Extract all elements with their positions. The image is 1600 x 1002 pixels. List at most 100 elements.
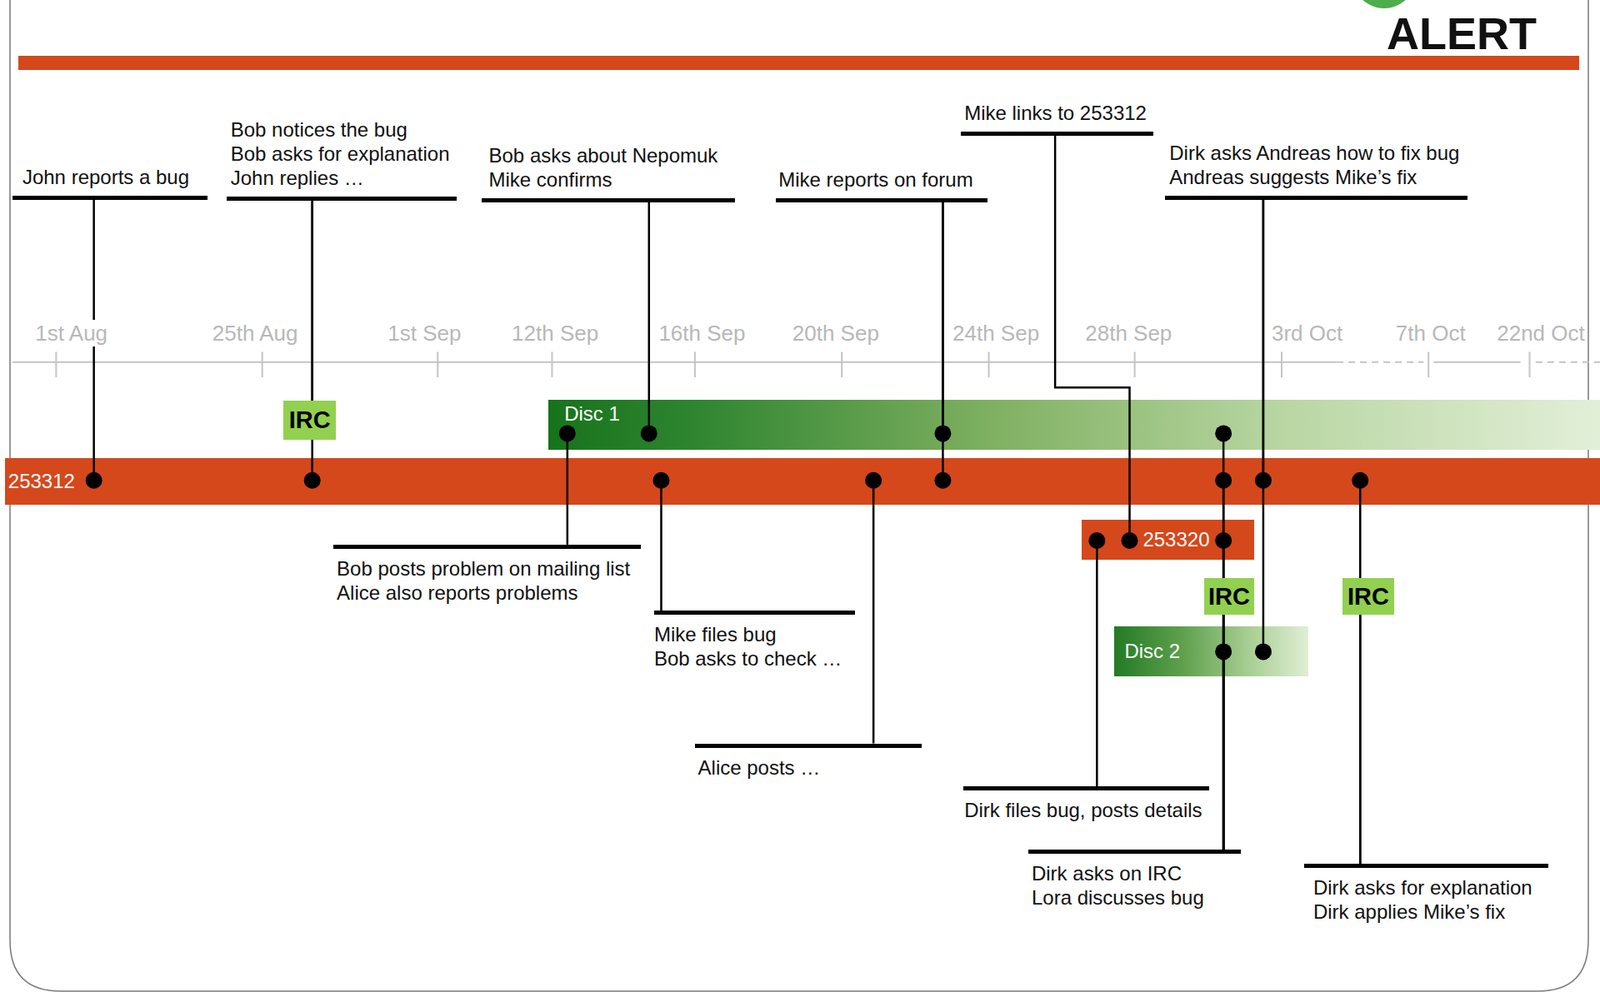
axis-tick [1529,351,1531,378]
time-axis [1336,361,1424,364]
event-dot [304,472,321,490]
axis-tick [1427,351,1430,378]
event-link [566,433,570,545]
nose [535,91,537,100]
photo-shade [1218,55,1254,142]
portrait-photo [950,690,1043,806]
mouth [832,128,843,130]
portrait-photo [1000,913,1092,1002]
eye [1002,50,1010,54]
neck [1134,965,1150,983]
brow [523,85,532,86]
neck [829,124,845,143]
time-axis [1433,361,1520,364]
shoulders [1091,975,1192,1002]
neck [867,572,885,592]
photo-ground [824,515,926,610]
band-label: 253312 [5,458,75,505]
time-axis [1535,361,1600,364]
brow [1212,93,1220,95]
axis-date: 7th Oct [1393,320,1469,347]
hair [325,626,369,648]
event-callout: Mike files bugBob asks to check … [654,610,855,671]
event-text: Alice also reports problems [336,580,578,605]
nose [258,65,260,74]
axis-tick [261,351,264,378]
eye [437,660,445,663]
photo-ground [686,790,788,886]
band-label: Disc 2 [1114,626,1180,677]
head [1445,794,1482,844]
brow [1016,46,1025,48]
logo-text: ALERT [1386,8,1537,59]
brow [741,830,750,832]
portrait-photo [586,44,685,171]
event-text: Bob notices the bug [230,117,408,142]
eye [335,660,343,663]
axis-date: 28th Sep [1082,320,1175,347]
irc-label: IRC [1204,578,1255,615]
eye [741,835,749,839]
brow [1452,816,1460,818]
photo-ground [963,5,1063,100]
event-text: Mike links to 253312 [964,100,1147,125]
event-link [1222,433,1225,850]
neck [627,101,644,121]
event-dot [1121,532,1139,550]
photo-shade [1022,5,1063,100]
eye [1293,97,1300,100]
head [855,532,896,586]
brow [342,56,350,58]
date-box: 7th Oct [1393,320,1469,347]
mouth [1205,110,1215,113]
event-dot [559,425,576,442]
hair [977,700,1016,720]
eye [247,63,255,66]
event-dot [934,472,951,490]
eye [640,90,647,93]
axis-date: 22nd Oct [1494,320,1588,347]
hair [236,30,280,52]
eye [1016,50,1024,54]
photo-shade [545,44,587,140]
portrait-photo [398,614,499,740]
axis-date: 25th Aug [210,320,301,347]
photo-ground [1165,55,1253,142]
photo-shade [458,614,499,710]
eye [1145,955,1153,957]
hair [715,802,759,824]
event-callout: Bob posts problem on mailing listAlice a… [333,545,641,605]
photo-ground [295,614,398,710]
portrait-photo [1191,913,1292,1002]
logo-box: ALERT [1386,8,1537,59]
shoulders [1000,975,1092,1002]
brow [880,555,889,557]
event-callout: Mike reports on forum [775,167,989,203]
nose [346,661,348,670]
head [716,806,757,860]
hair [32,95,77,106]
top-banner [18,55,1580,70]
eye [343,60,350,64]
photo-shade [268,18,310,114]
neck [250,75,267,95]
event-text: Mike files bug [654,622,777,647]
event-link [872,480,875,745]
portrait-photo [1,81,107,187]
neck [45,129,63,145]
neck [1455,830,1471,849]
hair [1120,924,1163,944]
eye [779,560,786,564]
head [1191,71,1227,120]
event-dot [85,472,103,490]
axis-tick [436,351,439,378]
eye [1036,955,1043,957]
neck [440,670,456,690]
event-dot [640,425,658,442]
brow [640,85,648,86]
axis-date: 3rd Oct [1269,320,1345,347]
photo-shade [1151,913,1192,1000]
event-callout: Bob notices the bugBob asks for explanat… [226,117,457,201]
date-box: 20th Sep [790,320,882,347]
shoulders [295,682,398,740]
